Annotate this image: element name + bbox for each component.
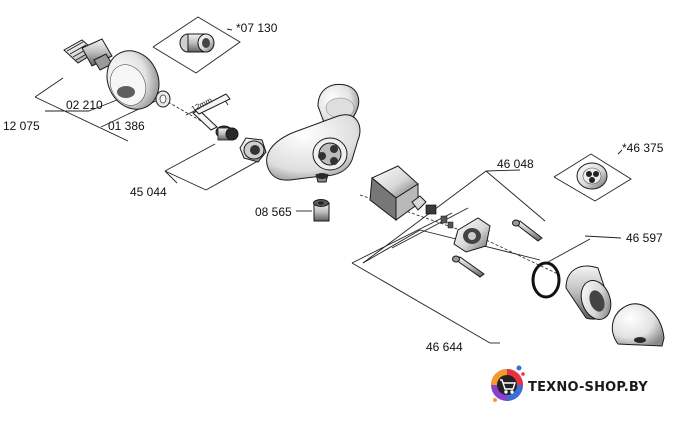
- label-46597: 46 597: [626, 231, 663, 245]
- cartridge-part: [369, 165, 454, 229]
- outlet-nipple-part: [313, 199, 330, 222]
- label-46048: 46 048: [497, 157, 534, 171]
- sleeve-part: [565, 265, 612, 320]
- mixer-body-part: [266, 83, 361, 183]
- label-12075: 12 075: [3, 119, 40, 133]
- fixing-screw-part: [512, 219, 543, 242]
- watermark: TEXNO-SHOP.BY: [491, 365, 648, 402]
- label-46644: 46 644: [426, 340, 463, 354]
- label-08565: 08 565: [255, 205, 292, 219]
- label-46375: *46 375: [622, 141, 664, 155]
- s-union-part: [215, 125, 267, 163]
- part-number-labels: *07 130 02 210 12 075 01 386 45 044 08 5…: [3, 21, 664, 354]
- label-02210: 02 210: [66, 98, 103, 112]
- leader-lines: [34, 16, 632, 344]
- shopping-cart-icon: [500, 379, 516, 394]
- washer-part: [155, 90, 171, 108]
- label-07130: *07 130: [236, 21, 278, 35]
- threaded-connector-part: [63, 38, 113, 71]
- cover-cap-part: [611, 303, 665, 347]
- adapter-nipple-part: [179, 33, 215, 53]
- hex-key-part: 12mm: [190, 93, 231, 131]
- watermark-logo: [491, 365, 525, 402]
- handle-insert-part: [576, 162, 608, 190]
- watermark-text: TEXNO-SHOP.BY: [528, 380, 648, 395]
- fixing-screw-part: [452, 255, 485, 278]
- o-ring-part: [531, 261, 561, 299]
- label-01386: 01 386: [108, 119, 145, 133]
- retaining-plate-part: [453, 217, 491, 253]
- wall-rose-part: [106, 50, 160, 110]
- label-45044: 45 044: [130, 185, 167, 199]
